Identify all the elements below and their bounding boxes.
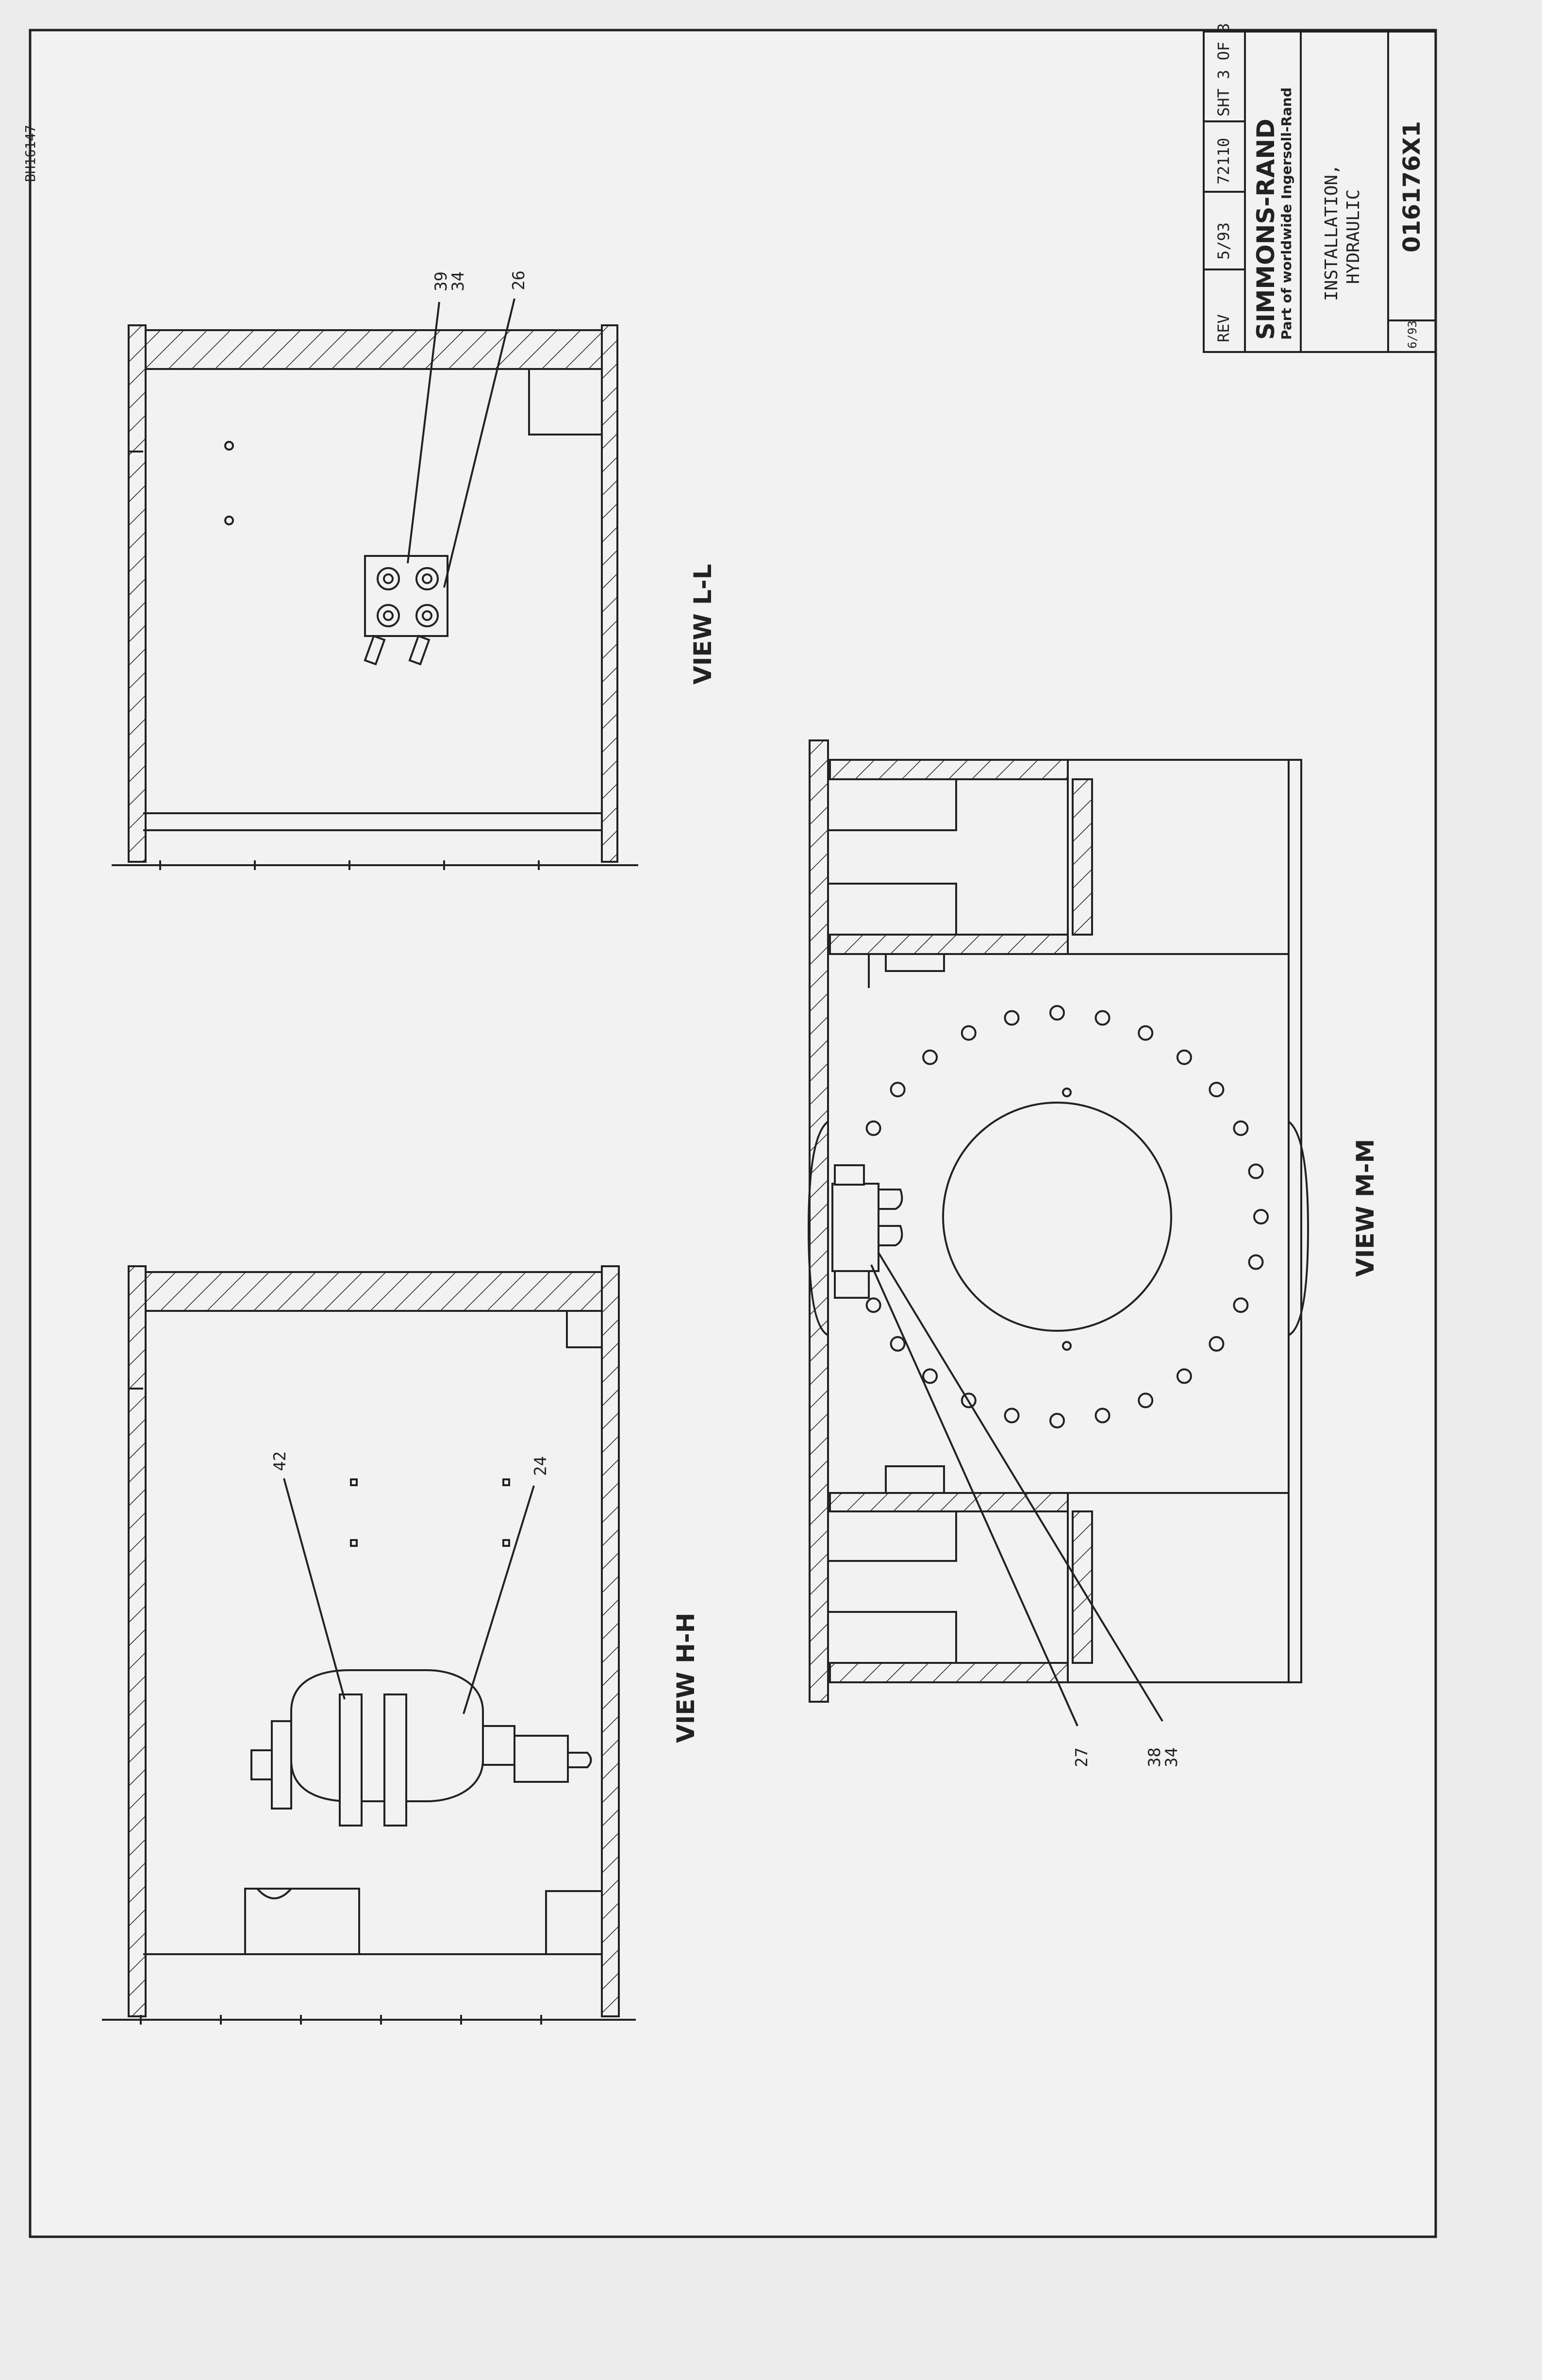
- valve-block: [364, 555, 448, 637]
- bolt-hole: [865, 1297, 881, 1313]
- callout-26: 26: [509, 270, 529, 290]
- bolt-hole: [922, 1049, 938, 1065]
- title-block-text: REV 5/93 72110 SHT 3 OF 3 SIMMONS-RAND P…: [1214, 23, 1426, 349]
- hatched-top-flange: [809, 739, 829, 1703]
- bolt-hole: [1233, 1120, 1249, 1136]
- bolt-hole: [1209, 1336, 1225, 1352]
- hatched-left-plate: [128, 1265, 147, 2017]
- manifold-block: [831, 1183, 879, 1272]
- callout-42: 42: [270, 1451, 290, 1471]
- bolt-hole: [1138, 1392, 1154, 1408]
- bolt-hole: [1176, 1049, 1192, 1065]
- rev-label: REV: [1214, 314, 1233, 342]
- view-l-l-label: VIEW L-L: [689, 564, 717, 685]
- rev-code: 72110: [1214, 138, 1233, 184]
- callout-34-m: 34: [1162, 1747, 1181, 1767]
- company-tagline: Part of worldwide Ingersoll-Rand: [1278, 87, 1294, 340]
- center-bore: [942, 1102, 1172, 1332]
- bolt-hole: [890, 1336, 906, 1352]
- hatched-right-plate: [601, 324, 618, 863]
- bolt-hole: [961, 1025, 977, 1041]
- bolt-hole: [890, 1082, 906, 1098]
- callout-34: 34: [448, 271, 468, 291]
- view-h-h: [102, 1265, 636, 2025]
- bolt-hole: [1233, 1297, 1249, 1313]
- view-m-m: [807, 739, 1310, 1726]
- bolt-circle: [865, 1005, 1269, 1428]
- hatched-top-plate: [142, 329, 603, 370]
- hatched-left-plate: [128, 324, 147, 863]
- bolt-hole: [865, 1120, 881, 1136]
- bolt-hole: [1138, 1025, 1154, 1041]
- bolt-hole: [1176, 1368, 1192, 1384]
- callout-38: 38: [1145, 1747, 1164, 1767]
- callout-24: 24: [531, 1456, 550, 1476]
- view-m-m-label: VIEW M-M: [1351, 1139, 1379, 1277]
- view-l-l: [112, 298, 638, 870]
- title-line-2: HYDRAULIC: [1343, 189, 1363, 284]
- date-code: 6/93: [1406, 320, 1419, 349]
- document-stamp: BH16147: [22, 125, 38, 182]
- drawing-number: 016176X1: [1398, 121, 1426, 252]
- title-line-1: INSTALLATION,: [1322, 164, 1342, 301]
- bolt-hole: [1004, 1408, 1020, 1424]
- hatched-right-plate: [601, 1265, 620, 2017]
- title-block: [1203, 31, 1437, 353]
- bolt-hole: [1248, 1163, 1264, 1179]
- bolt-hole: [1049, 1413, 1065, 1428]
- bolt-hole: [1094, 1408, 1111, 1424]
- bolt-hole: [961, 1392, 977, 1408]
- bolt-hole: [1253, 1209, 1269, 1224]
- company-name: SIMMONS-RAND: [1252, 118, 1280, 340]
- hatched-top-plate: [142, 1271, 603, 1312]
- bolt-hole: [1248, 1254, 1264, 1270]
- bolt-hole: [1049, 1005, 1065, 1021]
- bolt-hole: [1209, 1082, 1225, 1098]
- bolt-hole: [1004, 1010, 1020, 1026]
- callout-27: 27: [1072, 1747, 1092, 1767]
- rev-date: 5/93: [1214, 222, 1233, 260]
- view-h-h-label: VIEW H-H: [672, 1613, 700, 1743]
- callout-39: 39: [431, 271, 451, 291]
- bolt-hole: [922, 1368, 938, 1384]
- sheet-number: SHT 3 OF 3: [1214, 23, 1233, 117]
- bolt-hole: [1094, 1010, 1111, 1026]
